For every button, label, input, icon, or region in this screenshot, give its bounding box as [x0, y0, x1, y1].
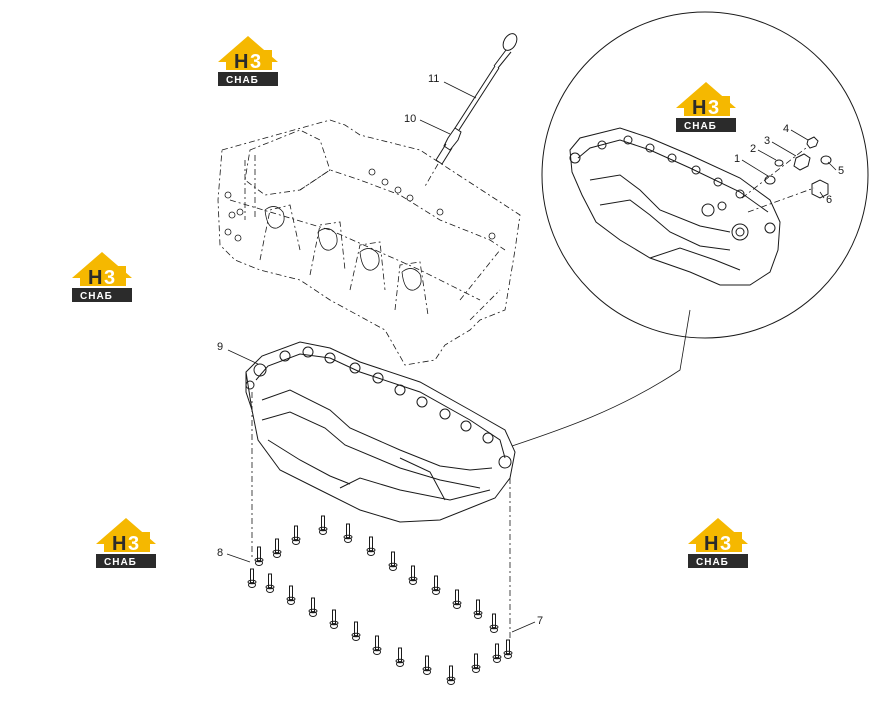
callout-7: 7 — [511, 615, 543, 633]
svg-text:5: 5 — [838, 165, 844, 177]
callout-10: 10 — [404, 113, 451, 135]
svg-text:9: 9 — [217, 341, 223, 353]
part-1-washer — [764, 175, 776, 185]
part-3-plug — [793, 153, 811, 171]
callout-5: 5 — [827, 161, 844, 177]
dipstick-drawing — [423, 33, 518, 189]
svg-text:6: 6 — [826, 194, 832, 206]
svg-text:H: H — [88, 267, 102, 289]
pan-bolt — [272, 538, 282, 558]
pan-bolt — [452, 589, 462, 609]
callout-8: 8 — [217, 547, 251, 563]
pan-bolt — [308, 597, 318, 617]
svg-text:2: 2 — [750, 143, 756, 155]
pan-bolt — [318, 515, 328, 535]
pan-bolt — [473, 599, 483, 619]
svg-text:3: 3 — [104, 267, 115, 289]
callout-4: 4 — [783, 123, 809, 141]
svg-text:CHAБ: CHAБ — [226, 75, 259, 86]
pan-bolt — [254, 546, 264, 566]
svg-text:H: H — [234, 51, 248, 73]
brand-logo-watermark: H 3 CHAБ — [676, 82, 736, 132]
pan-bolt — [422, 655, 432, 675]
svg-text:H: H — [112, 533, 126, 555]
svg-text:10: 10 — [404, 113, 416, 125]
brand-logo-watermark: H 3 CHAБ — [72, 252, 132, 302]
pan-bolt — [351, 621, 361, 641]
pan-bolt — [492, 643, 502, 663]
pan-bolt — [372, 635, 382, 655]
pan-bolt — [431, 575, 441, 595]
pan-bolt-set — [247, 515, 513, 685]
oil-pan-bolt-bosses — [245, 346, 512, 469]
pan-bolt — [503, 639, 513, 659]
pan-bolt — [329, 609, 339, 629]
pan-bolt — [286, 585, 296, 605]
svg-text:3: 3 — [764, 135, 770, 147]
svg-text:H: H — [692, 97, 706, 119]
part-2-seal — [774, 159, 784, 167]
pan-bolt — [388, 551, 398, 571]
pan-bolt — [446, 665, 456, 685]
svg-text:3: 3 — [708, 97, 719, 119]
part-5-washer — [820, 155, 832, 165]
svg-text:3: 3 — [128, 533, 139, 555]
svg-text:H: H — [704, 533, 718, 555]
brand-logo-watermark: H 3 CHAБ — [96, 518, 156, 568]
magnifier-leader-line — [511, 309, 691, 447]
part-6-drain-plug — [811, 179, 829, 199]
pan-bolt — [366, 536, 376, 556]
svg-text:3: 3 — [250, 51, 261, 73]
engine-block-drawing — [217, 119, 521, 366]
callout-6: 6 — [819, 191, 832, 206]
pan-bolt — [291, 525, 301, 545]
pan-bolt — [471, 653, 481, 673]
svg-text:3: 3 — [720, 533, 731, 555]
brand-logo-watermark: H 3 CHAБ — [688, 518, 748, 568]
svg-text:CHAБ: CHAБ — [696, 557, 729, 568]
part-4-cap — [806, 136, 819, 149]
pan-bolt — [343, 523, 353, 543]
svg-text:8: 8 — [217, 547, 223, 559]
svg-text:CHAБ: CHAБ — [684, 121, 717, 132]
callout-9: 9 — [217, 341, 259, 365]
svg-text:1: 1 — [734, 153, 740, 165]
magnified-inset — [541, 11, 869, 339]
pan-bolt — [408, 565, 418, 585]
callout-3: 3 — [764, 135, 797, 157]
brand-logo-watermark: H 3 CHAБ — [218, 36, 278, 86]
pan-bolt — [265, 573, 275, 593]
svg-text:CHAБ: CHAБ — [104, 557, 137, 568]
svg-text:CHAБ: CHAБ — [80, 291, 113, 302]
svg-text:4: 4 — [783, 123, 789, 135]
callout-11: 11 — [428, 73, 477, 99]
callout-2: 2 — [750, 143, 777, 161]
callout-1: 1 — [734, 153, 769, 177]
pan-bolt — [489, 613, 499, 633]
pan-bolt — [395, 647, 405, 667]
oil-pan-drawing — [245, 341, 516, 523]
svg-text:11: 11 — [428, 73, 439, 85]
svg-text:7: 7 — [537, 615, 543, 627]
pan-bolt — [247, 568, 257, 588]
